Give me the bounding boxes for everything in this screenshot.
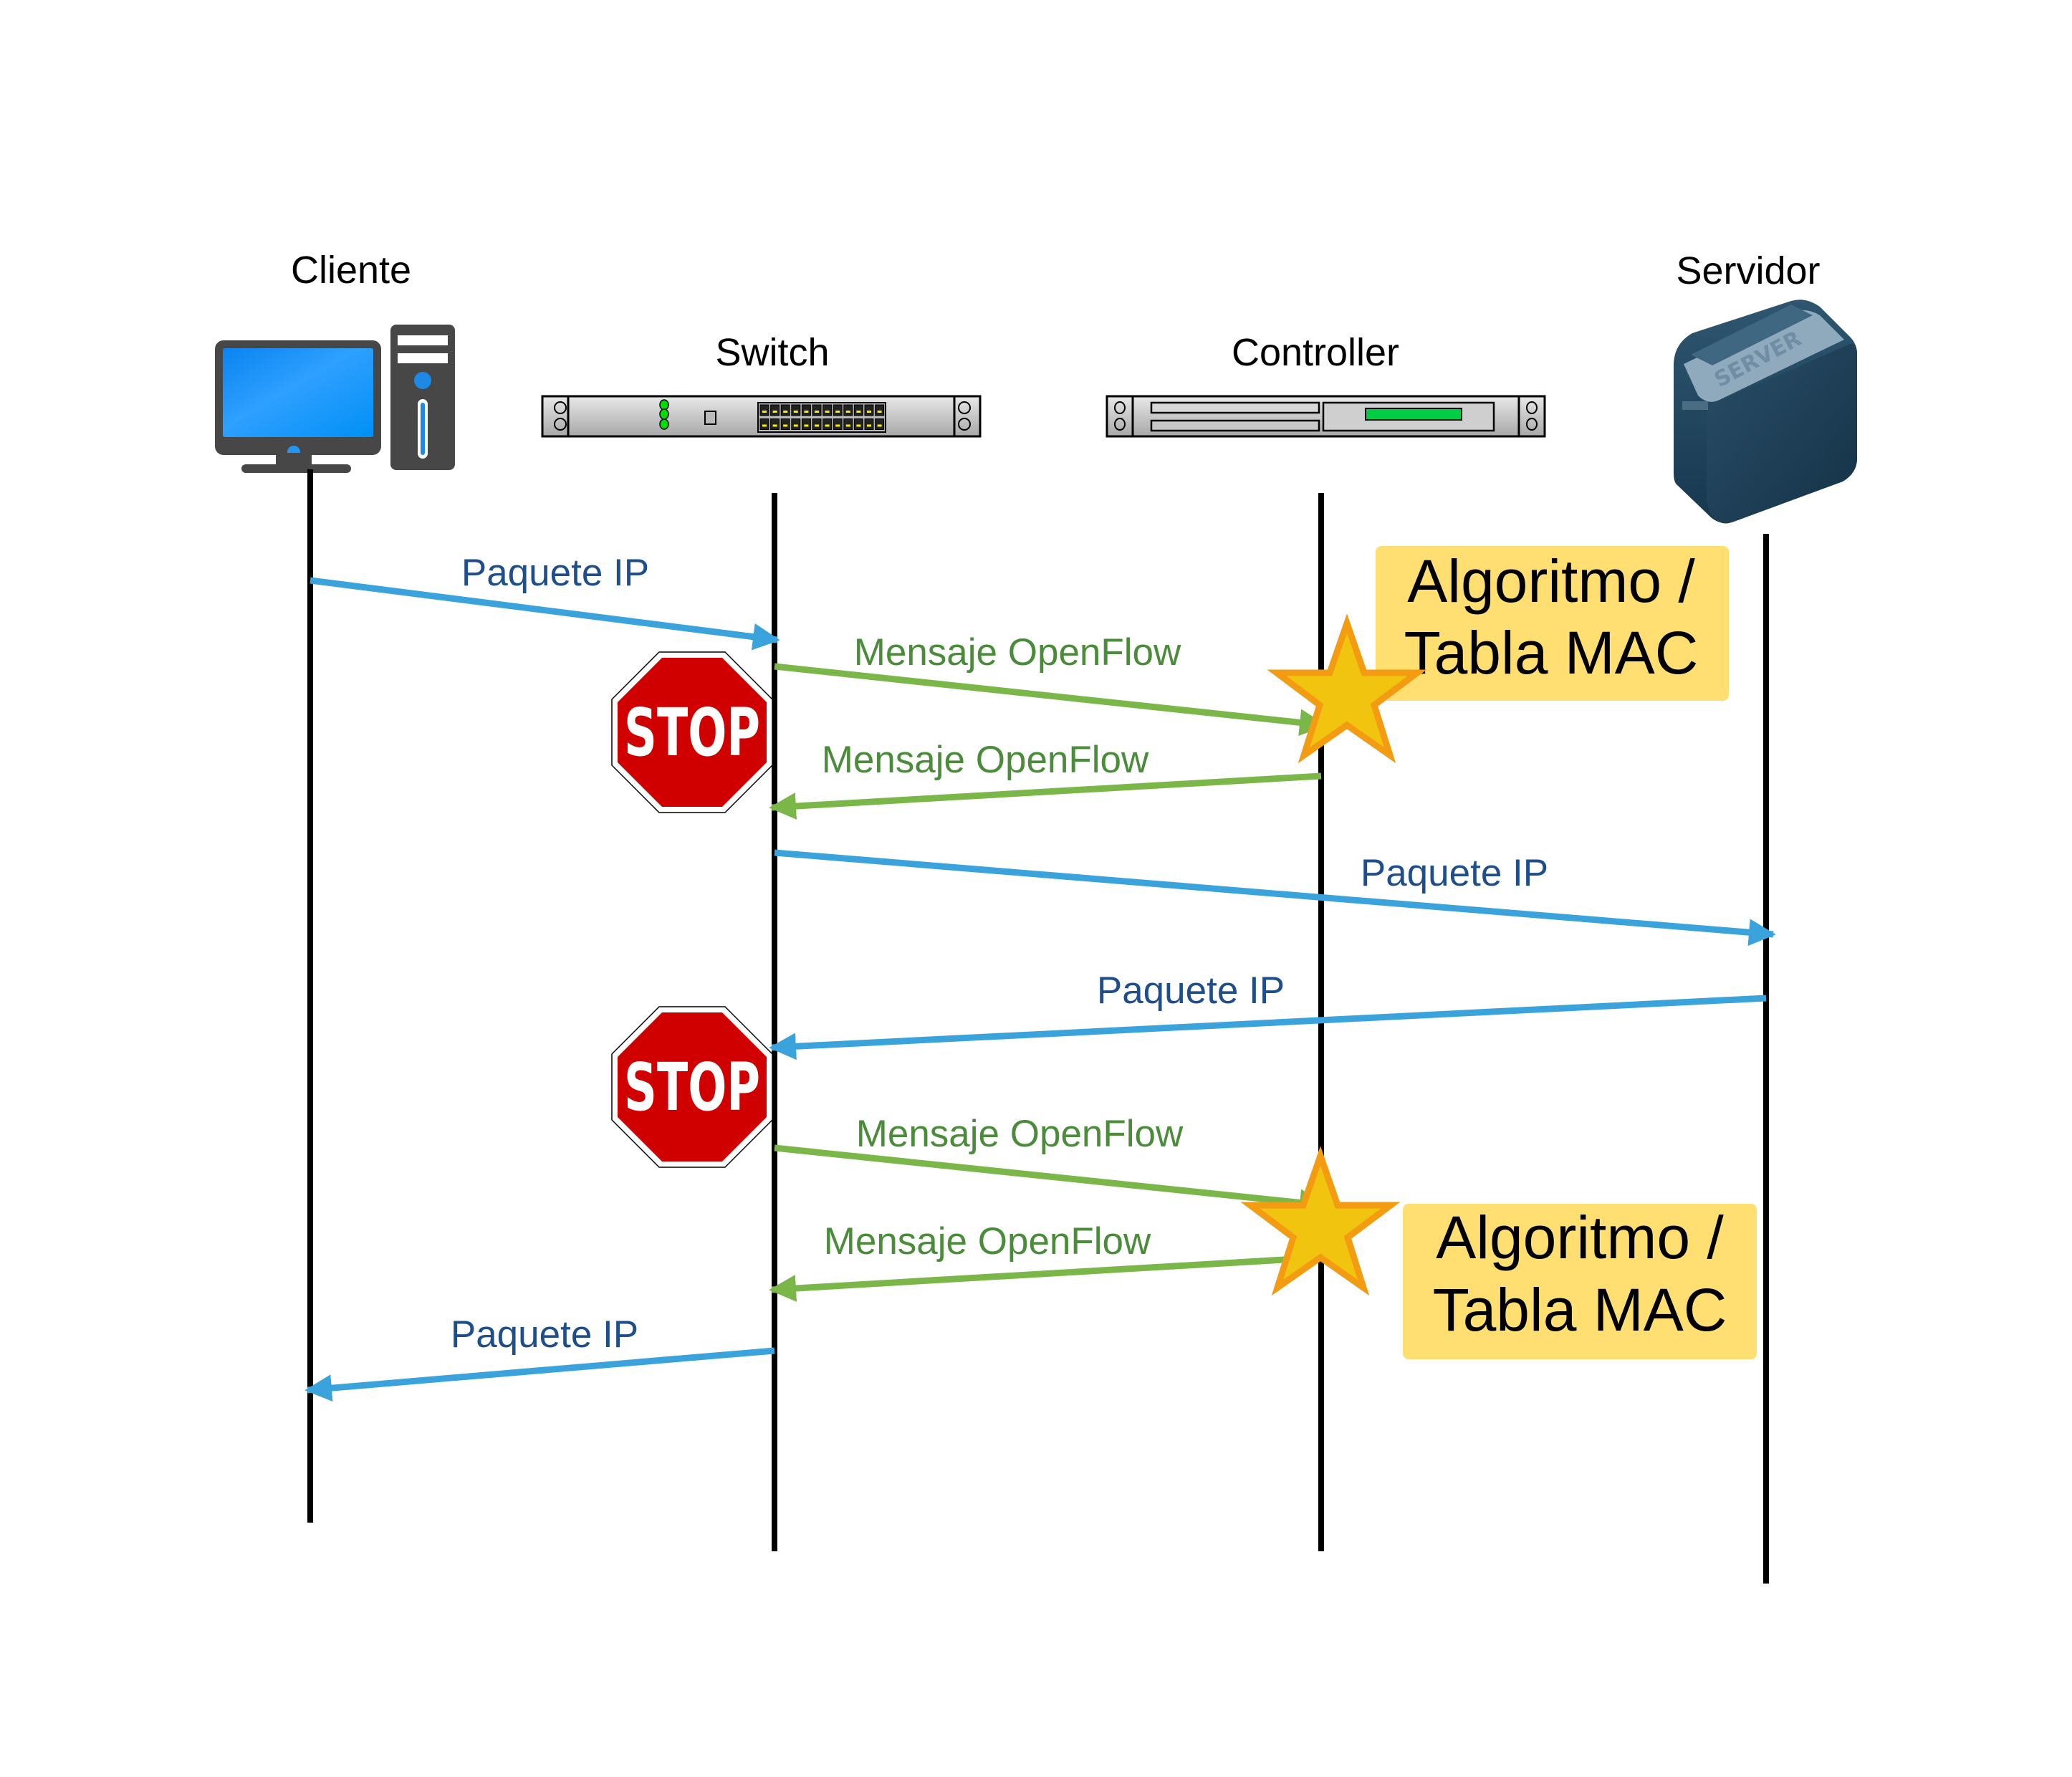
stop-sign-text: STOP: [624, 1049, 760, 1126]
message-paquete-ip: Paquete IP: [774, 849, 1776, 947]
stop-sign-text: STOP: [624, 694, 760, 771]
switch-port: [801, 404, 811, 416]
switch-port: [843, 404, 853, 416]
switch-port: [770, 418, 780, 430]
switch-port: [770, 404, 780, 416]
server-cube-icon: SERVER: [1674, 300, 1857, 524]
message-label: Paquete IP: [1361, 852, 1548, 894]
message-label: Mensaje OpenFlow: [822, 739, 1149, 781]
switch-port-led: [772, 424, 777, 427]
switch-port: [875, 404, 885, 416]
message-paquete-ip: Paquete IP: [304, 1313, 775, 1402]
switch-port: [791, 404, 801, 416]
switch-port: [812, 418, 822, 430]
note-line-2: Tabla MAC: [1404, 619, 1699, 686]
switch-port-led: [877, 411, 882, 413]
message-label: Mensaje OpenFlow: [824, 1220, 1151, 1263]
message-arrow: [769, 1254, 1322, 1302]
switch-port: [780, 404, 790, 416]
switch-port-led: [877, 424, 882, 427]
switch-port-led: [867, 424, 871, 427]
message-openflow: Mensaje OpenFlow: [774, 631, 1327, 737]
switch-port-led: [825, 424, 830, 427]
switch-port-led: [856, 424, 861, 427]
switch-port-led: [793, 424, 798, 427]
message-label: Paquete IP: [451, 1313, 638, 1356]
desktop-computer-icon: [215, 325, 455, 473]
note-algoritmo-2: Algoritmo / Tabla MAC: [1403, 1204, 1757, 1359]
network-switch-icon: [541, 395, 982, 438]
switch-port: [759, 404, 769, 416]
message-arrow: [774, 849, 1776, 947]
switch-port-led: [783, 424, 788, 427]
switch-port-led: [835, 411, 840, 413]
rack-server-icon: [1105, 395, 1546, 438]
message-openflow: Mensaje OpenFlow: [769, 739, 1322, 820]
switch-port: [759, 418, 769, 430]
switch-port-led: [845, 424, 850, 427]
star-icon: [1267, 613, 1427, 764]
switch-port-led: [762, 411, 767, 413]
switch-port-led: [804, 424, 809, 427]
switch-port: [801, 418, 811, 430]
switch-port-led: [815, 411, 819, 413]
message-arrow: [769, 772, 1322, 820]
message-arrow: [774, 663, 1327, 737]
message-label: Mensaje OpenFlow: [856, 1113, 1184, 1155]
message-openflow: Mensaje OpenFlow: [774, 1113, 1327, 1217]
message-arrow: [769, 995, 1767, 1060]
message-arrow: [774, 1144, 1327, 1217]
note-algoritmo-1: Algoritmo / Tabla MAC: [1376, 546, 1729, 701]
switch-port-led: [867, 411, 871, 413]
switch-port: [875, 418, 885, 430]
switch-port: [780, 418, 790, 430]
note-line-2: Tabla MAC: [1433, 1276, 1727, 1343]
message-arrow: [310, 577, 780, 651]
switch-port-led: [856, 411, 861, 413]
switch-port: [791, 418, 801, 430]
switch-port: [843, 418, 853, 430]
switch-port-led: [793, 411, 798, 413]
switch-port: [853, 418, 863, 430]
switch-port-led: [772, 411, 777, 413]
message-label: Mensaje OpenFlow: [854, 631, 1181, 674]
stop-sign-icon: STOP: [611, 1006, 773, 1168]
switch-port-led: [835, 424, 840, 427]
message-label: Paquete IP: [461, 552, 649, 594]
switch-port-led: [783, 411, 788, 413]
switch-port: [864, 404, 874, 416]
switch-port-led: [804, 411, 809, 413]
message-paquete-ip: Paquete IP: [310, 552, 780, 651]
message-label: Paquete IP: [1097, 969, 1285, 1012]
switch-port: [822, 404, 833, 416]
switch-port-led: [815, 424, 819, 427]
star-icon: [1240, 1146, 1401, 1296]
switch-port: [812, 404, 822, 416]
participant-label-controller: Controller: [1232, 331, 1399, 374]
participant-label-switch: Switch: [715, 331, 829, 374]
switch-port: [833, 404, 843, 416]
switch-port-led: [762, 424, 767, 427]
message-paquete-ip: Paquete IP: [769, 969, 1767, 1060]
message-openflow: Mensaje OpenFlow: [769, 1220, 1322, 1302]
switch-port: [864, 418, 874, 430]
participant-label-servidor: Servidor: [1676, 249, 1820, 292]
note-line-1: Algoritmo /: [1436, 1204, 1724, 1271]
switch-port-led: [825, 411, 830, 413]
message-arrow: [304, 1347, 775, 1402]
switch-port: [822, 418, 833, 430]
switch-port-led: [845, 411, 850, 413]
participant-label-cliente: Cliente: [291, 249, 411, 292]
switch-port: [833, 418, 843, 430]
note-line-1: Algoritmo /: [1407, 547, 1695, 615]
stop-sign-icon: STOP: [611, 651, 773, 813]
switch-port: [853, 404, 863, 416]
